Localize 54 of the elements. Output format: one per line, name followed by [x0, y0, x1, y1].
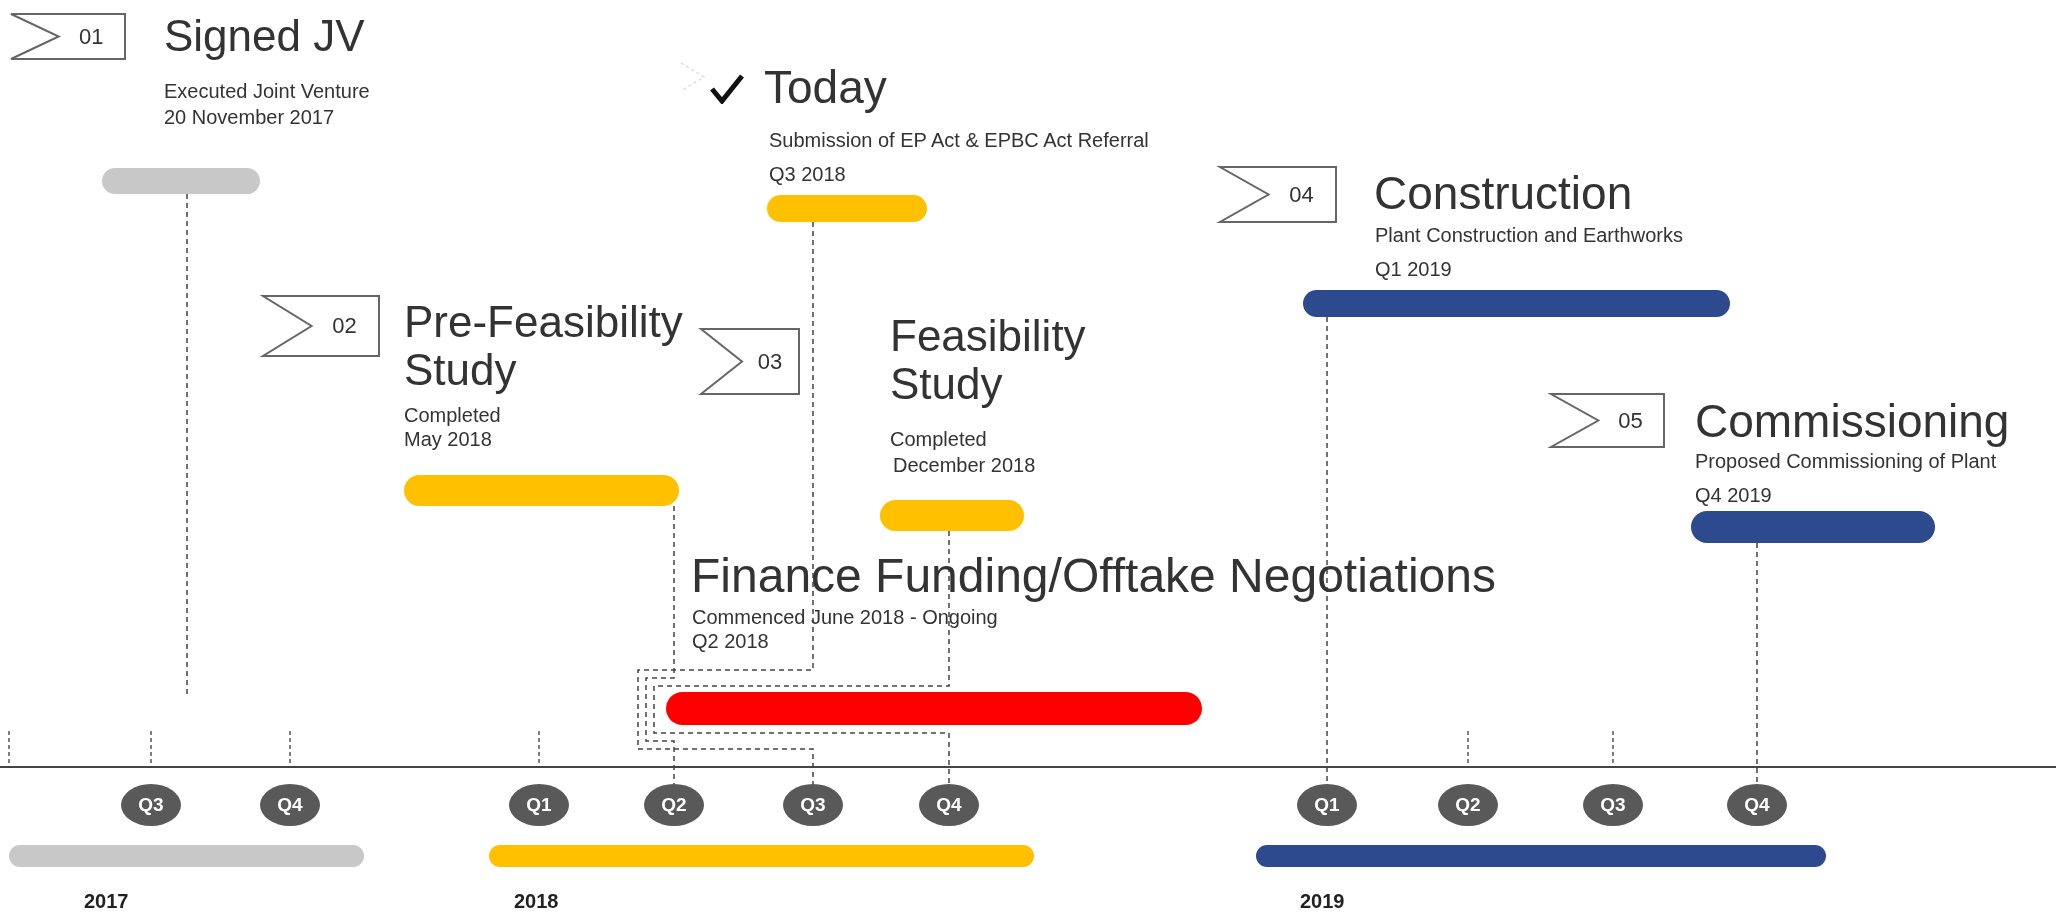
chevron-flag: 04 [1219, 166, 1337, 223]
quarter-badge: Q2 [644, 784, 704, 826]
date-text: Q1 2019 [1375, 258, 1452, 280]
timeline-bar [9, 845, 364, 867]
chevron-flag: 02 [262, 295, 380, 357]
drop-line [637, 221, 814, 785]
description-text: Executed Joint Venture [164, 80, 370, 102]
timeline-bar [404, 475, 679, 506]
milestone-title: Finance Funding/Offtake Negotiations [691, 550, 1496, 603]
drop-line [1756, 542, 1758, 785]
description-text: Plant Construction and Earthworks [1375, 224, 1683, 246]
chevron-flag: 03 [700, 328, 800, 395]
date-text: Q4 2019 [1695, 484, 1772, 506]
date-text: May 2018 [404, 428, 492, 450]
timeline-bar [1256, 845, 1826, 867]
description-text: Commenced June 2018 - Ongoing [692, 606, 998, 628]
timeline-bar [1691, 511, 1935, 543]
year-label: 2019 [1300, 890, 1345, 912]
year-label: 2017 [84, 890, 129, 912]
quarter-badge: Q1 [509, 784, 569, 826]
chevron-flag: 05 [1550, 393, 1665, 448]
quarter-badge: Q1 [1297, 784, 1357, 826]
year-label: 2018 [514, 890, 559, 912]
milestone-title: Signed JV [164, 12, 365, 61]
timeline-bar [1303, 290, 1730, 317]
quarter-badge: Q4 [260, 784, 320, 826]
chevron-flag: 01 [10, 13, 126, 60]
description-text: Submission of EP Act & EPBC Act Referral [769, 129, 1149, 151]
date-text: Q2 2018 [692, 630, 769, 652]
milestone-title: Pre-Feasibility Study [404, 298, 684, 395]
description-text: Proposed Commissioning of Plant [1695, 450, 1997, 472]
milestone-title: Commissioning [1695, 396, 2010, 447]
drop-line [645, 505, 675, 785]
quarter-badge: Q4 [919, 784, 979, 826]
date-text: December 2018 [893, 454, 1036, 476]
quarter-badge: Q2 [1438, 784, 1498, 826]
milestone-title: Feasibility Study [890, 312, 1087, 409]
quarter-badge: Q3 [783, 784, 843, 826]
timeline-bar [767, 195, 927, 222]
timeline-bar [666, 692, 1202, 725]
drop-line [186, 193, 188, 696]
date-text: 20 November 2017 [164, 106, 335, 128]
quarter-badge: Q3 [121, 784, 181, 826]
quarter-badge: Q3 [1583, 784, 1643, 826]
description-text: Completed [404, 404, 501, 426]
timeline-bar [880, 500, 1024, 531]
milestone-title: Today [764, 62, 887, 113]
date-text: Q3 2018 [769, 163, 846, 185]
milestone-title: Construction [1374, 168, 1633, 219]
timeline-bar [489, 845, 1034, 867]
timeline-bar [102, 168, 260, 194]
quarter-badge: Q4 [1727, 784, 1787, 826]
drop-line [653, 530, 950, 785]
description-text: Completed [890, 428, 987, 450]
